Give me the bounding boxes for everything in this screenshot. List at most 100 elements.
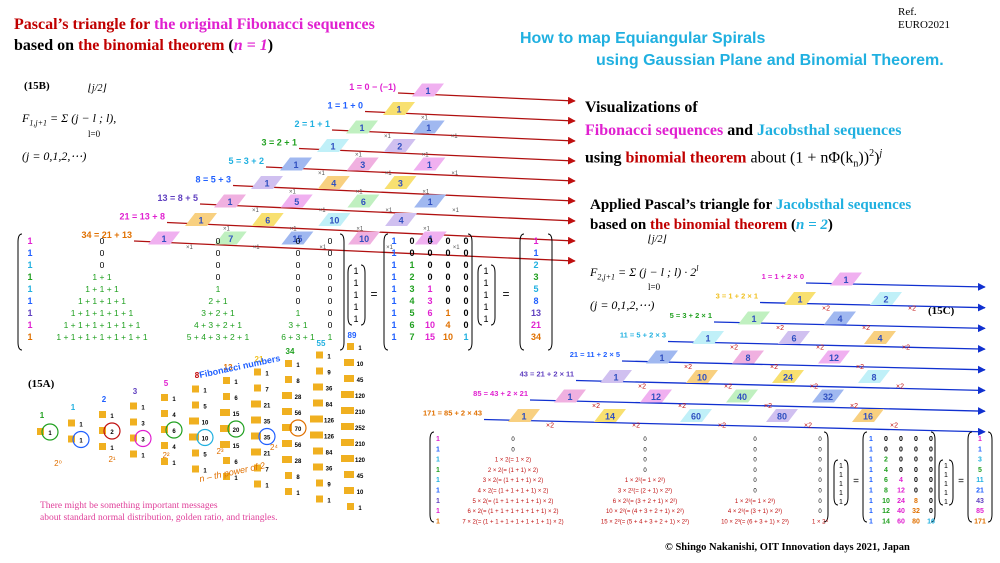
fan-bar (285, 488, 292, 495)
tri1-mult: ×1 (318, 171, 326, 177)
mat2-cell: 7 × 2(= (1 + 1 + 1 + 1 + 1 + 1 + 1) × 2) (462, 519, 563, 525)
fan-bar (251, 400, 261, 408)
tri2-cell-bg (692, 331, 724, 344)
tri2-cell-bg (640, 389, 672, 403)
tri1-mult: ×1 (355, 153, 363, 159)
tri2-arrow (575, 379, 986, 395)
fan-bar (99, 427, 106, 434)
tri2-cell-bg (680, 409, 712, 422)
fan-cell-value: 8 (296, 379, 300, 385)
viz-line3-a: using (585, 149, 626, 167)
mat2-pascal-cell: 0 (929, 498, 933, 505)
fan-cell-value: 84 (326, 403, 333, 409)
fan-circle (196, 428, 214, 447)
fan-bar (344, 359, 354, 366)
fan-cell-value: 6 (172, 429, 176, 435)
tri1-arrow (298, 147, 576, 165)
fan-bar (282, 392, 292, 399)
tri1-cell-bg (346, 157, 379, 171)
mat1-cell: 3 + 2 + 1 (201, 308, 235, 318)
mat1-cell: 0 (216, 236, 221, 246)
mat1-pascal-cell: 0 (463, 248, 468, 258)
mat2-pascal-cell: 12 (882, 508, 890, 515)
tri2-cell-value: 60 (691, 412, 701, 422)
fan-bar (313, 399, 323, 407)
viz-line3-b: binomial theorem (625, 149, 747, 167)
fan-fib-number: 8 (195, 371, 200, 380)
mat1-cell: 0 (328, 248, 333, 258)
fan-bar (130, 418, 137, 426)
mat2-result-cell: 171 (974, 518, 986, 525)
mat1-cell: 1 (27, 296, 32, 306)
howto-line1-b: Equiangular Spirals (615, 30, 766, 47)
fan-circle (258, 427, 276, 446)
tri1-cell-value: 6 (361, 197, 366, 207)
tri1-cell-bg (383, 139, 416, 152)
tri1-cell-bg (347, 194, 380, 208)
mat2-cell: 10 × 2²(= (4 + 3 + 2 + 1) × 2²) (606, 509, 684, 515)
mat2-cell: 15 × 2²(= (5 + 4 + 3 + 2 + 1) × 2²) (601, 519, 689, 525)
tri2-cell-value: 1 (751, 314, 756, 324)
mat1-pascal-cell: 10 (425, 320, 435, 330)
mat1-pascal-cell: 1 (409, 260, 414, 270)
tri2-cell-value: 1 (613, 373, 618, 383)
mat1-cell: 1 (27, 236, 32, 246)
fan-cell-value: 1 (110, 414, 114, 420)
tri2-cell-bg (600, 370, 632, 383)
mat1-pascal-cell: 0 (445, 248, 450, 258)
mat1-cell: 0 (296, 284, 301, 294)
fan-bar (310, 415, 323, 423)
mat2-result-bracket-right (987, 431, 993, 523)
mat2-cell: 0 (818, 489, 822, 495)
ref-line1: Ref. (898, 6, 917, 18)
fan-power-label: 2³ (216, 447, 223, 456)
mat2-result-cell: 1 (978, 446, 982, 453)
fan-cell-value: 1 (79, 423, 83, 429)
fan-cell-value: 6 (234, 460, 238, 466)
how-to-map-heading: How to map Equiangular Spirals using Gau… (520, 28, 944, 72)
fan-fib-number: 34 (286, 347, 295, 356)
fan-cell-value: 120 (355, 394, 366, 400)
mat1-ones-cell: 1 (353, 266, 358, 276)
mat1-pascal-cell: 0 (463, 308, 468, 318)
mat1-pascal-cell: 0 (427, 236, 432, 246)
fan-cell-value: 70 (295, 427, 302, 433)
fan-cell-value: 1 (327, 355, 331, 361)
mat2-pascal-cell: 0 (929, 477, 933, 484)
viz-line1: Visualizations of (585, 99, 698, 116)
tri1-mult: ×1 (422, 153, 430, 159)
mat1-cell: 2 + 1 (208, 296, 227, 306)
fan-cell-value: 1 (358, 346, 362, 352)
tri1-mult: ×1 (253, 245, 261, 251)
fan-cell-value: 5 (203, 453, 207, 459)
mat1-cell: 0 (328, 308, 333, 318)
tri1-cell-bg (318, 213, 351, 226)
tri2-cell-value: 1 (705, 334, 710, 344)
fan-bar (313, 463, 323, 471)
mat1-pascal-cell: 2 (409, 272, 414, 282)
fan-cell-value: 21 (264, 404, 271, 410)
mat2-pascal-bracket-left (862, 431, 868, 523)
fan-bar (341, 407, 354, 414)
mat2-pascal-cell: 0 (914, 457, 918, 464)
mat2-ones2-bracket-right (948, 459, 954, 506)
tri2-cell-value: 1 (797, 295, 802, 305)
mat1-pascal-cell: 7 (409, 332, 414, 342)
title15-line2-b: the binomial theorem (78, 37, 225, 54)
tri1-mult: ×1 (319, 245, 327, 251)
tri2-mult: ×2 (856, 364, 864, 371)
fan-bar (99, 411, 106, 418)
mat1-result-cell: 5 (533, 284, 538, 294)
title15-line2-n: n = 1 (233, 37, 268, 54)
fan-cell-value: 35 (264, 420, 271, 426)
tri2-cell-bg (594, 409, 626, 422)
tri1-mult: ×1 (385, 208, 393, 214)
tri2-row-label: 1 = 1 + 2 × 0 (762, 272, 804, 281)
formula2-lhs: F (590, 265, 598, 279)
fan-bar (285, 472, 292, 479)
fan-cell-value: 1 (234, 380, 238, 386)
mat1-result-cell: 21 (531, 320, 541, 330)
tri1-mult: ×1 (422, 190, 430, 196)
tri1-mult: ×1 (356, 227, 364, 233)
